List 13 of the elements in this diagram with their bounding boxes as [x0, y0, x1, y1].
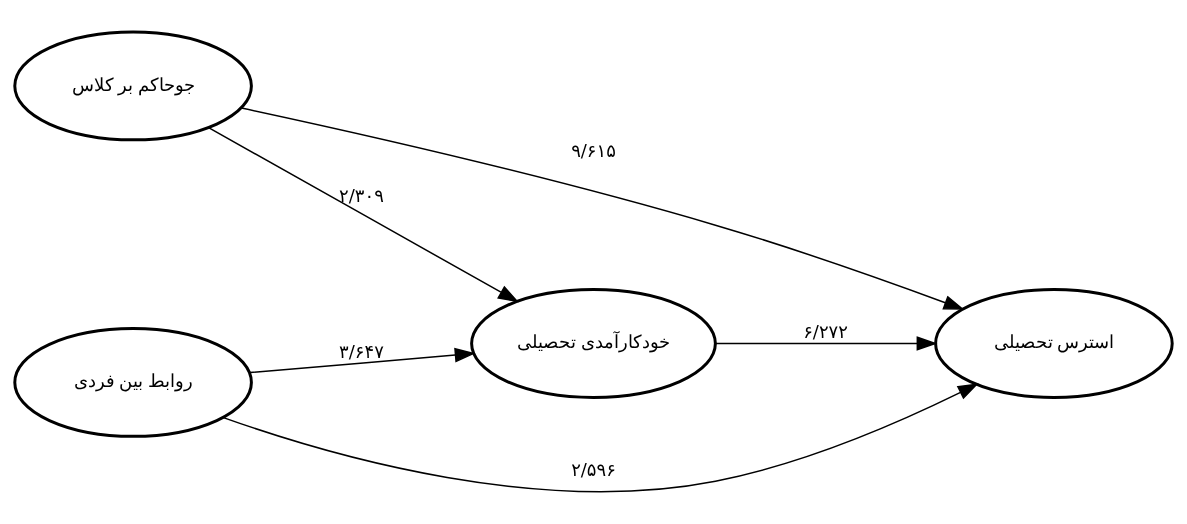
edge-label: ۳/۶۴۷ — [339, 340, 384, 362]
edge-label: ۹/۶۱۵ — [571, 140, 616, 162]
arrow — [207, 126, 519, 303]
edge-label: ۶/۲۷۲ — [803, 321, 848, 343]
edge-label: ۲/۳۰۹ — [339, 185, 384, 207]
node-ellipse: خودکارآمدی تحصیلی — [470, 288, 717, 399]
arrow — [240, 107, 965, 310]
node-ellipse: جوحاکم بر کلاس — [13, 30, 253, 142]
arrow — [715, 336, 938, 351]
arrow — [222, 383, 979, 493]
edge-label: ۲/۵۹۶ — [571, 459, 616, 481]
node-ellipse: روابط بین فردی — [13, 327, 253, 438]
arrow — [249, 347, 476, 374]
